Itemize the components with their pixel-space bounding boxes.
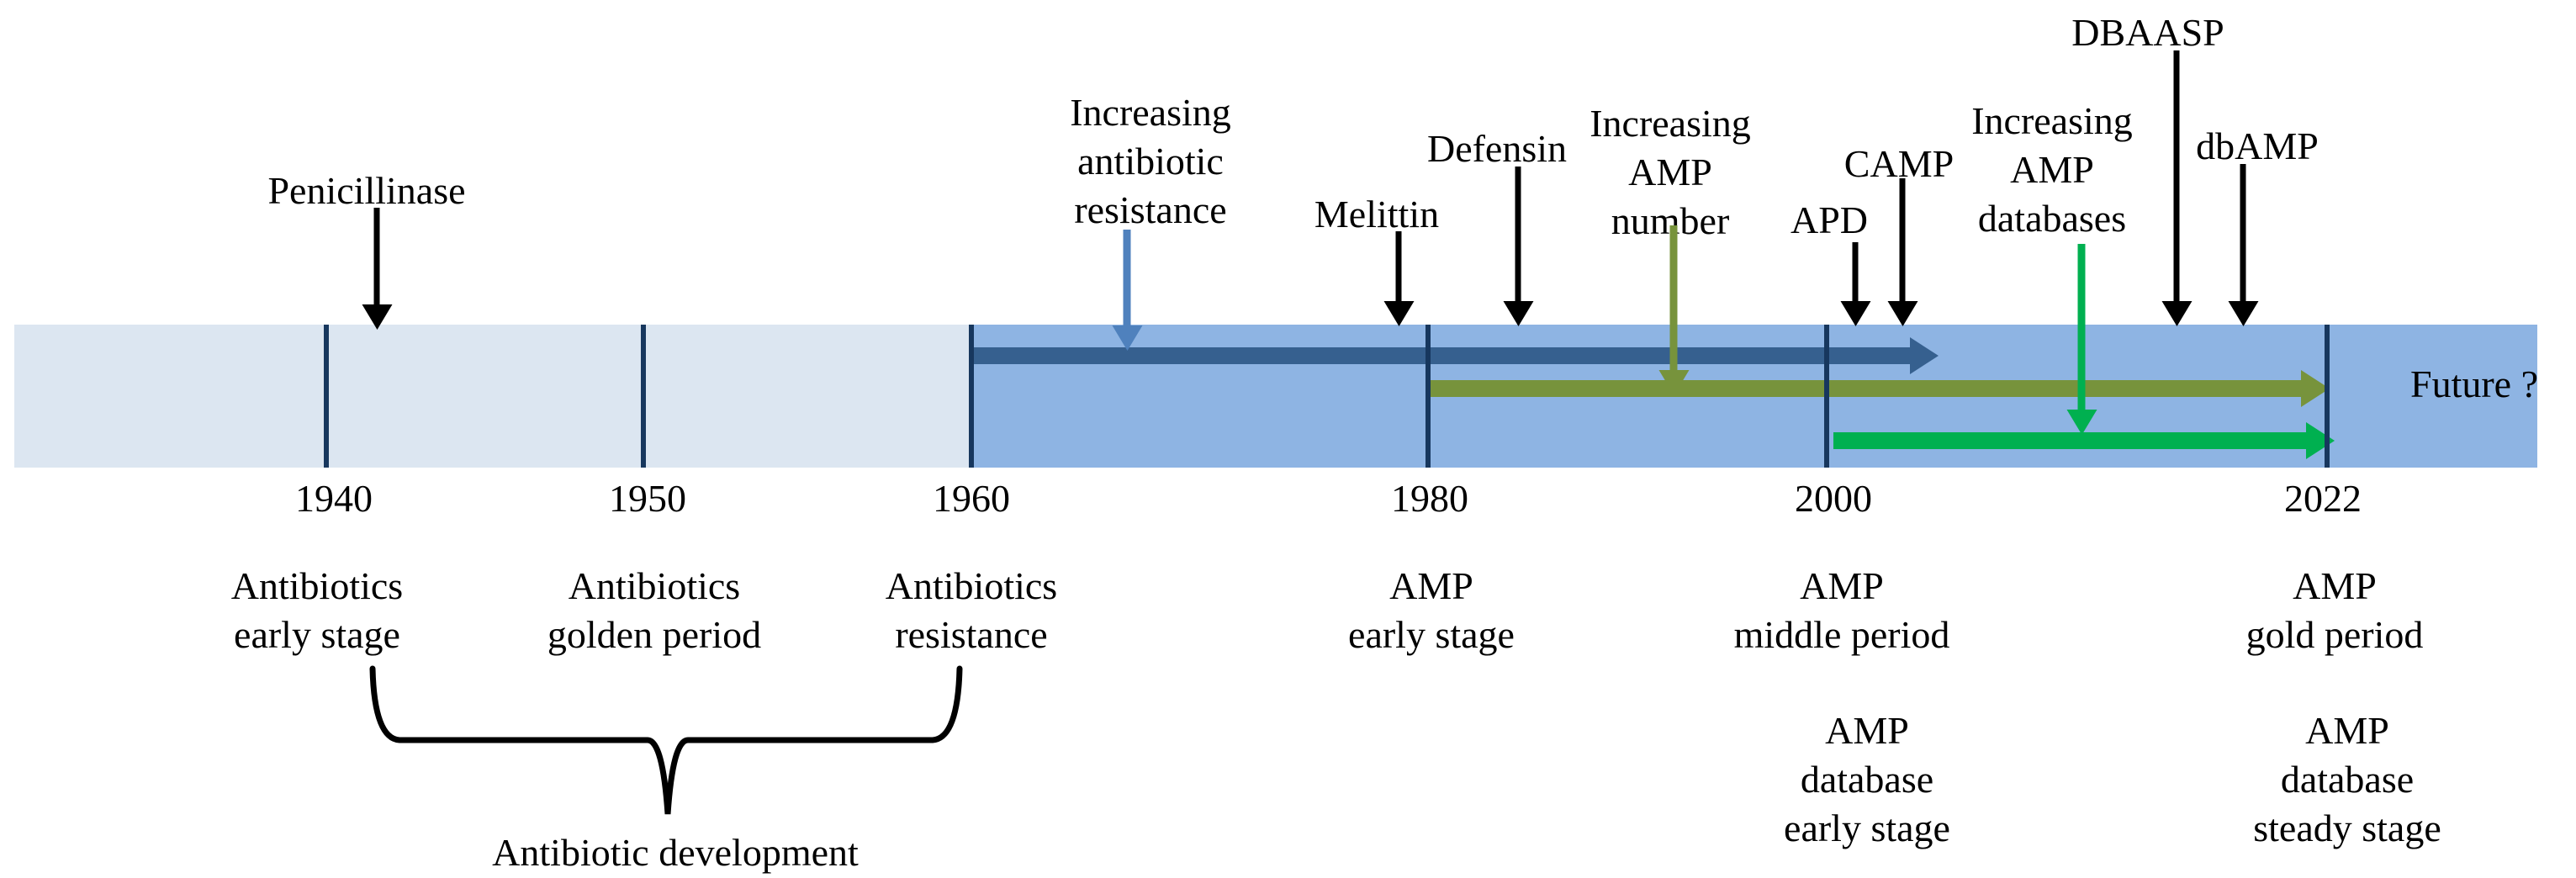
tick-1940 [324, 325, 329, 468]
period-line: AMP [1825, 709, 1909, 752]
tick-2022 [2325, 325, 2330, 468]
pointer-arrow-increasing-amp-databases [2077, 244, 2086, 410]
event-arrow-dbaasp [2173, 50, 2180, 301]
pointer-arrow-increasing-amp-number [1669, 225, 1678, 370]
period-line: Antibiotics [885, 564, 1058, 607]
year-label-1960: 1960 [933, 477, 1010, 520]
brace-antibiotic-development [369, 665, 963, 815]
event-label-dbaasp: DBAASP [2071, 11, 2224, 54]
event-label-apd: APD [1790, 198, 1869, 241]
period-line: AMP [1800, 564, 1884, 607]
period-antibiotics-resistance: Antibiotics resistance [886, 562, 1057, 659]
period-line: AMP [1389, 564, 1473, 607]
period-line: early stage [1784, 807, 1950, 849]
brace-path [369, 665, 963, 815]
trend-line: Increasing [1590, 102, 1751, 145]
period-line: steady stage [2253, 807, 2441, 849]
trend-line: Increasing [1971, 99, 2133, 142]
period-amp-middle-period: AMP middle period [1734, 562, 1950, 659]
period-amp-database-steady-stage: AMP database steady stage [2253, 706, 2441, 853]
year-label-1980: 1980 [1391, 477, 1468, 520]
year-label-2000: 2000 [1795, 477, 1872, 520]
period-line: gold period [2245, 613, 2424, 656]
year-label-2022: 2022 [2284, 477, 2362, 520]
year-label-1940: 1940 [295, 477, 373, 520]
trend-line: AMP [1628, 151, 1712, 193]
period-line: early stage [234, 613, 400, 656]
future-label: Future ? [2409, 362, 2539, 405]
period-amp-early-stage: AMP early stage [1348, 562, 1515, 659]
tick-1950 [641, 325, 646, 468]
arrow-increasing-amp-number [1430, 380, 2301, 397]
trend-line: Increasing [1070, 91, 1231, 134]
period-antibiotics-early-stage: Antibiotics early stage [231, 562, 403, 659]
year-label-1950: 1950 [609, 477, 686, 520]
period-line: Antibiotics [568, 564, 741, 607]
tick-1980 [1426, 325, 1431, 468]
event-label-dbamp: dbAMP [2196, 124, 2319, 167]
tick-1960 [969, 325, 974, 468]
period-line: database [2280, 758, 2415, 801]
period-line: AMP [2293, 564, 2377, 607]
period-line: database [1800, 758, 1934, 801]
event-label-defensin: Defensin [1426, 127, 1568, 170]
trend-line: AMP [2010, 148, 2094, 191]
event-arrow-dbamp [2240, 164, 2246, 301]
period-line: resistance [895, 613, 1048, 656]
trend-label-increasing-antibiotic-resistance: Increasing antibiotic resistance [1070, 88, 1231, 235]
period-amp-database-early-stage: AMP database early stage [1784, 706, 1950, 853]
period-line: early stage [1348, 613, 1515, 656]
period-line: golden period [547, 613, 762, 656]
event-arrow-apd [1852, 242, 1859, 301]
event-arrow-melittin [1395, 231, 1402, 301]
event-arrow-camp [1899, 178, 1906, 301]
arrow-increasing-amp-databases [1833, 432, 2306, 449]
period-line: Antibiotics [230, 564, 404, 607]
period-antibiotics-golden-period: Antibiotics golden period [547, 562, 761, 659]
event-arrow-penicillinase [373, 208, 380, 304]
event-label-penicillinase: Penicillinase [267, 169, 466, 212]
period-line: middle period [1733, 613, 1950, 656]
tick-2000 [1824, 325, 1829, 468]
period-amp-gold-period: AMP gold period [2246, 562, 2424, 659]
trend-line: resistance [1074, 188, 1227, 231]
trend-line: antibiotic [1077, 140, 1224, 182]
pointer-arrow-increasing-antibiotic-resistance [1123, 230, 1131, 325]
event-arrow-defensin [1515, 167, 1521, 301]
trend-line: databases [1977, 197, 2127, 240]
trend-label-increasing-amp-number: Increasing AMP number [1590, 99, 1751, 246]
period-line: AMP [2305, 709, 2389, 752]
brace-label: Antibiotic development [492, 831, 859, 874]
timeline-band-early [14, 325, 971, 468]
event-label-melittin: Melittin [1314, 193, 1440, 235]
trend-label-increasing-amp-databases: Increasing AMP databases [1971, 97, 2133, 243]
